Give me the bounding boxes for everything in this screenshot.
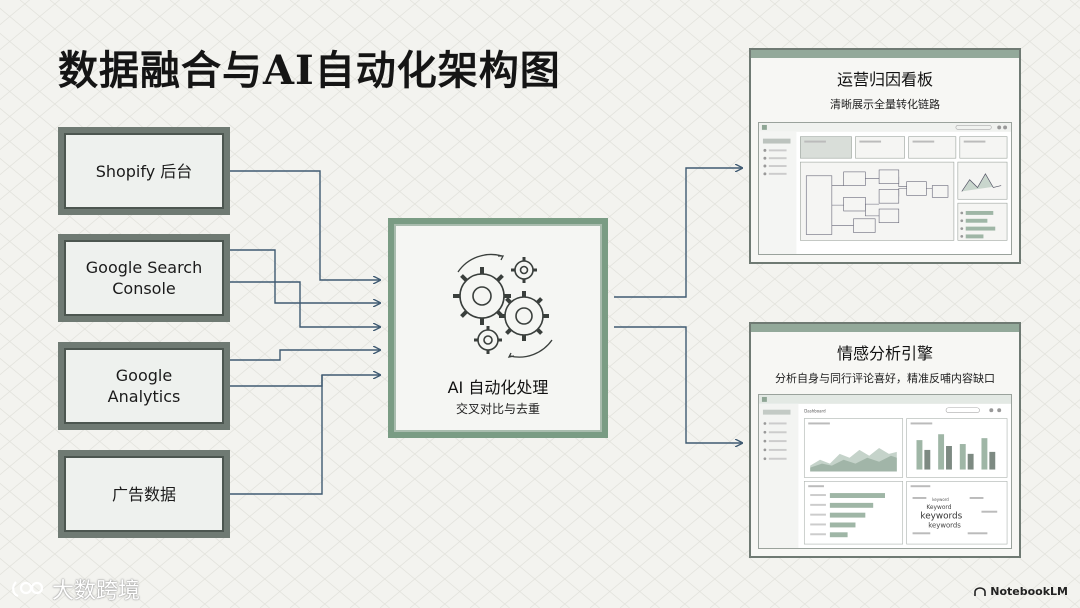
panel-header-bar [751,50,1019,58]
ai-processing-box: AI 自动化处理 交叉对比与去重 [388,218,608,438]
connector-to-sentiment [614,326,742,443]
panel-subtitle: 分析自身与同行评论喜好，精准反哺内容缺口 [775,372,995,385]
panel-sentiment-engine: 情感分析引擎 分析自身与同行评论喜好，精准反哺内容缺口 Dashboard [749,322,1021,558]
mock-dashboard-label: Dashboard [804,409,826,414]
watermark-logo-icon [12,581,44,598]
mock-keyword: Keyword [926,505,951,511]
source-label: Shopify 后台 [64,133,224,209]
source-label: Google Analytics [64,348,224,424]
mock-keyword: keyword [932,497,949,502]
source-shopify: Shopify 后台 [58,127,230,215]
core-title: AI 自动化处理 [447,378,549,397]
brand-text: NotebookLM [990,585,1068,598]
mock-keyword: keywords [928,521,961,529]
source-ad-data: 广告数据 [58,450,230,538]
source-label: 广告数据 [64,456,224,532]
source-google-search-console: Google Search Console [58,234,230,322]
panel-title: 情感分析引擎 [836,344,933,363]
connector-ga-2 [230,375,380,387]
mock-keyword: keywords [920,512,962,522]
source-label: Google Search Console [64,240,224,316]
panel-title: 运营归因看板 [836,70,933,89]
core-subtitle: 交叉对比与去重 [455,402,540,416]
watermark: 大数跨境 [10,573,140,605]
panel-header-bar [751,324,1019,332]
connector-gsc-2 [230,281,380,327]
watermark-text: 大数跨境 [52,579,141,604]
page-title: 数据融合与AI自动化架构图 [58,47,561,94]
panel-subtitle: 清晰展示全量转化链路 [830,98,940,111]
connector-ga-1 [230,350,380,361]
notebooklm-logo-icon [974,586,987,596]
connector-ads [230,375,323,495]
connector-shopify [230,170,380,280]
gears-icon [453,253,553,358]
panel-attribution-dashboard: 运营归因看板 清晰展示全量转化链路 [749,48,1021,264]
dashboard-mockup [758,122,1012,255]
brand: NotebookLM [974,585,1068,598]
sentiment-mockup: Dashboard keyword Keyword keywords keywo… [758,394,1012,549]
connector-to-dashboard [614,168,742,298]
source-google-analytics: Google Analytics [58,342,230,430]
connector-gsc-1 [230,249,380,303]
